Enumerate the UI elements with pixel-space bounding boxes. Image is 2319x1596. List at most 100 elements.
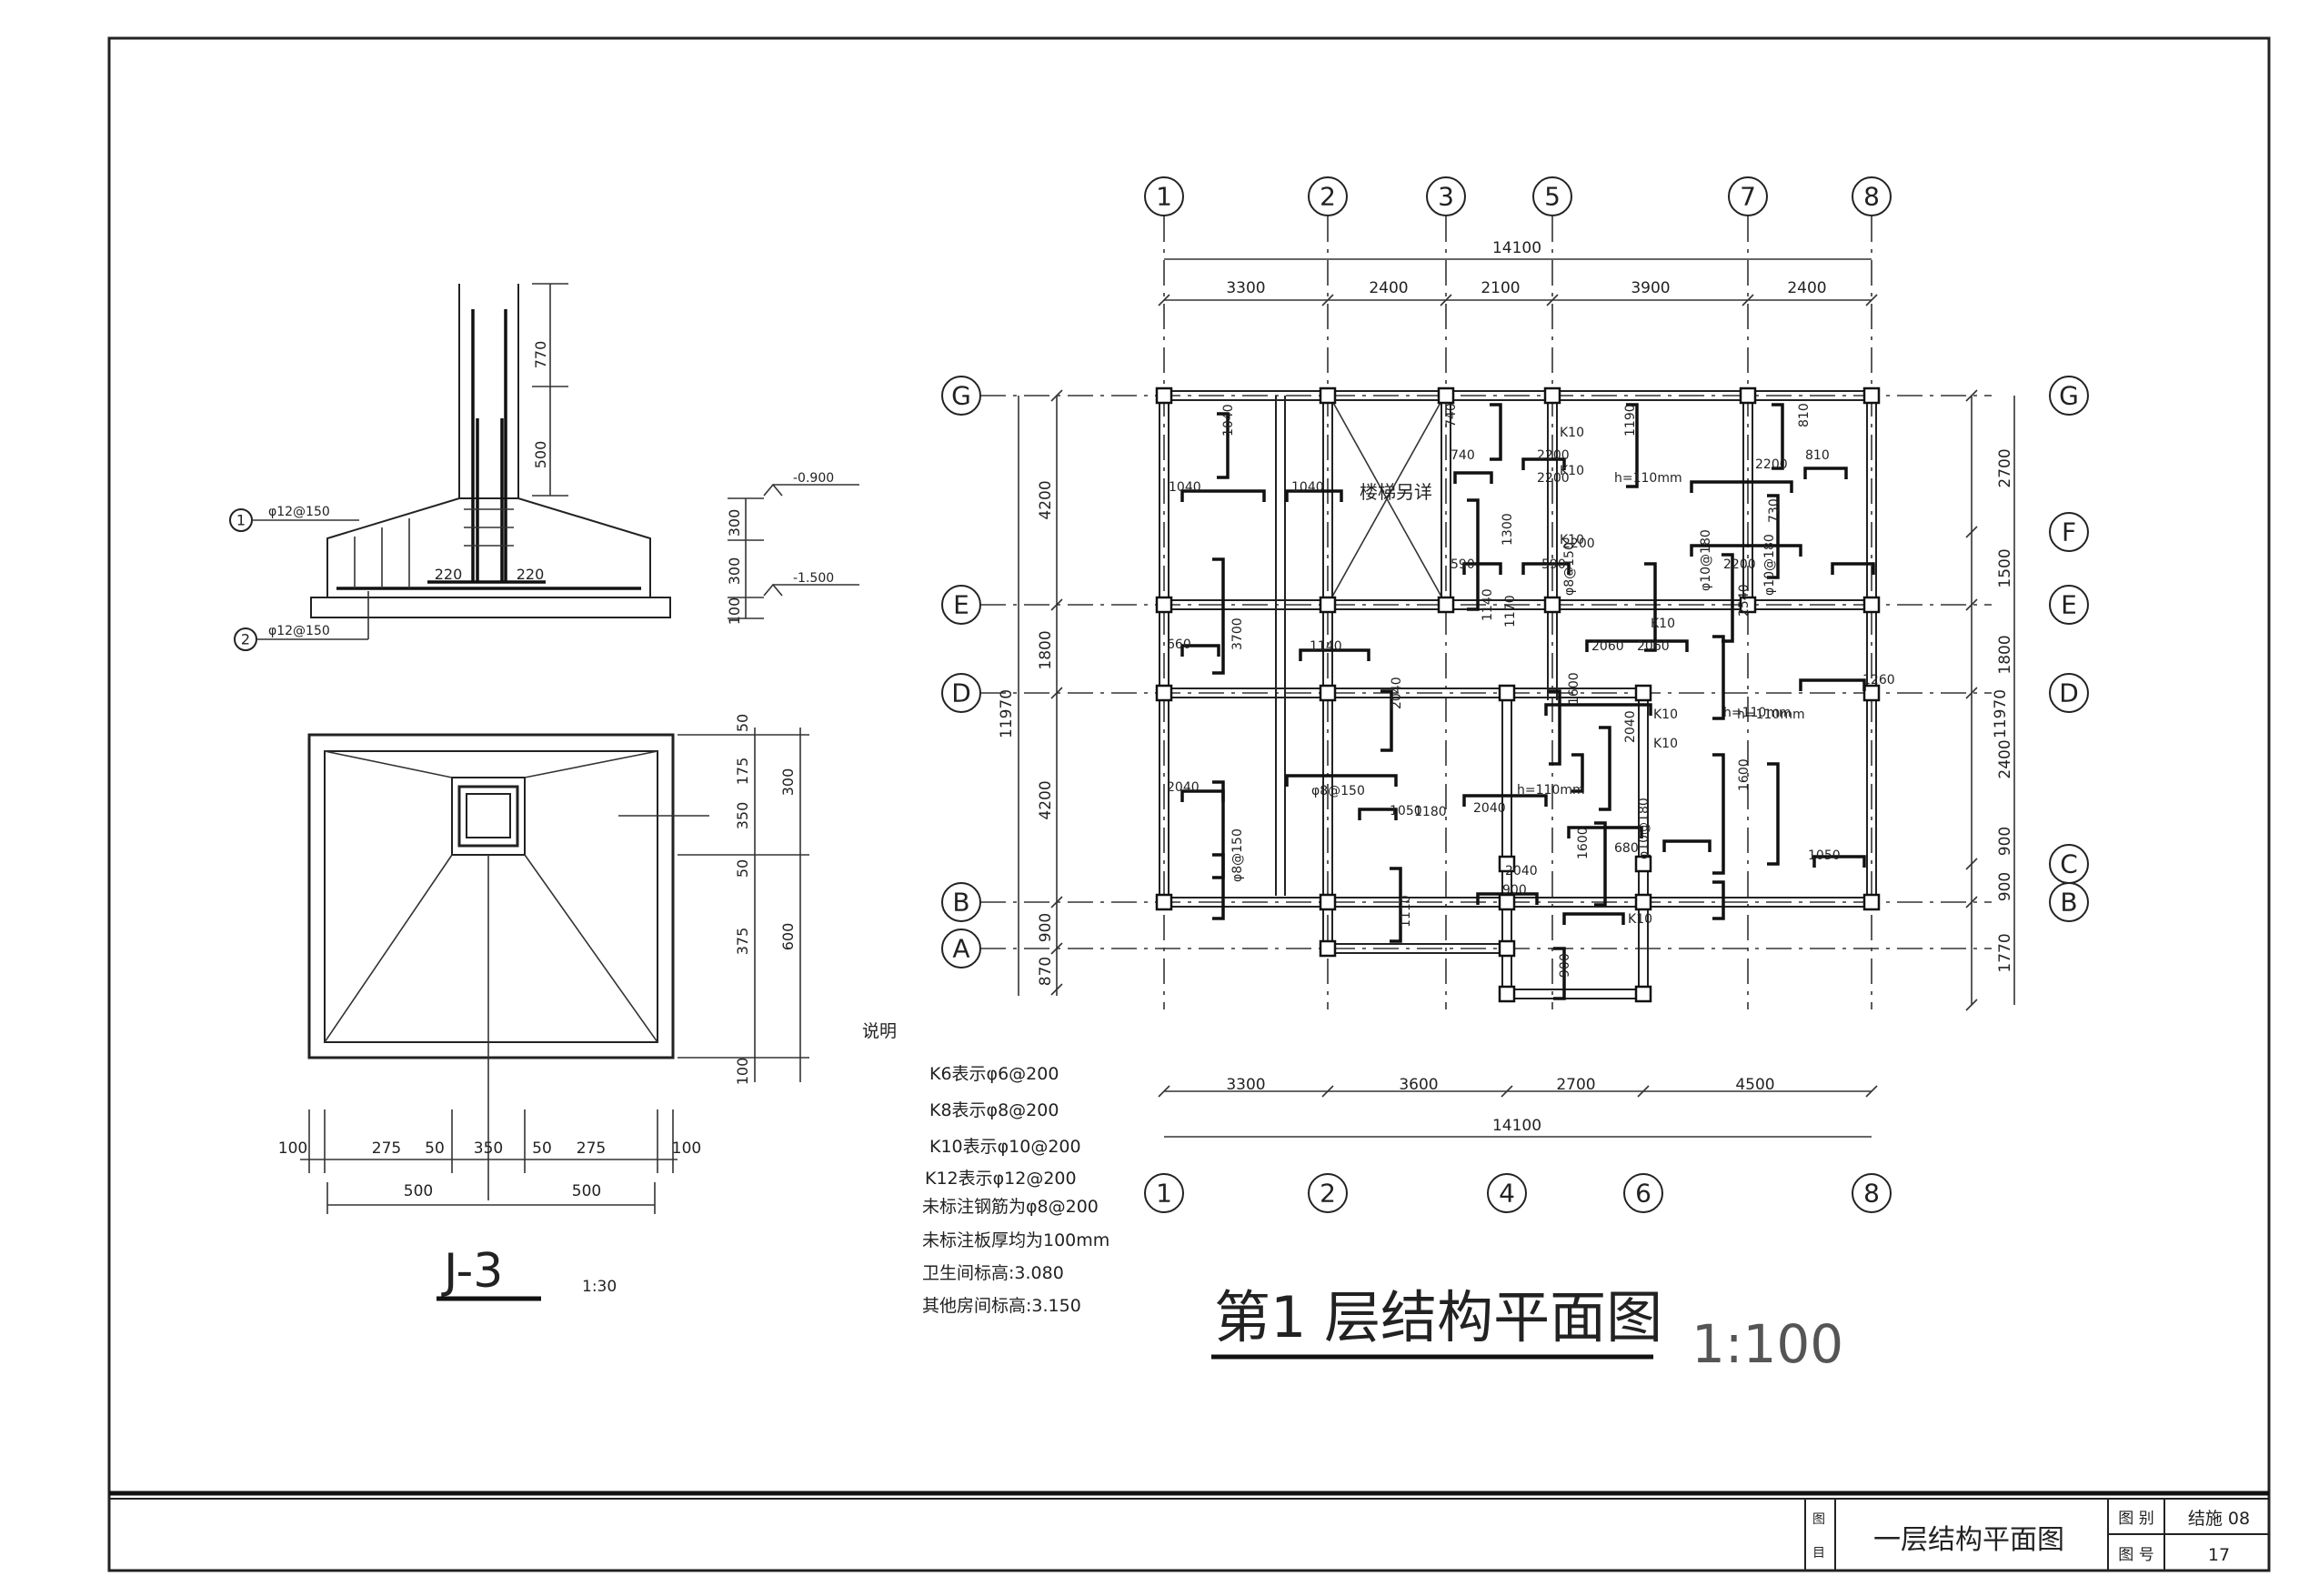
rebar-label: K10 (1653, 737, 1678, 751)
rebar (1626, 403, 1639, 488)
tb-drawing-name: 一层结构平面图 (1873, 1524, 2064, 1556)
rebar-label: 1050 (1390, 804, 1422, 818)
rebar-label: h=110mm (1614, 471, 1682, 486)
pd-bottom-0: 100 (278, 1139, 307, 1158)
rebar-label: φ8@150 (1230, 828, 1245, 882)
column (1155, 893, 1173, 911)
grid-bubble-top (1852, 176, 1892, 216)
rebar (1644, 562, 1657, 652)
grid-bubble-left (941, 673, 981, 713)
column (1739, 386, 1757, 405)
dim-top-2: 2100 (1481, 279, 1520, 297)
rebar-label: φ10@180 (1699, 529, 1713, 591)
tb-number-value: 17 (2208, 1545, 2230, 1565)
grid-label-right: F (2062, 517, 2076, 547)
grid-label-right: B (2060, 888, 2077, 918)
bar-left-label: 220 (435, 566, 463, 583)
grid-label-top: 3 (1438, 182, 1454, 212)
grid-label-right: C (2060, 849, 2078, 879)
pd-right-inner-1: 175 (734, 758, 751, 786)
dim-tick (1865, 1085, 1878, 1098)
dim-tick (1050, 896, 1063, 908)
dim-tick (1050, 389, 1063, 402)
bar-right-label: 220 (517, 566, 545, 583)
rebar (1217, 412, 1230, 479)
pd-bottom-5: 275 (577, 1139, 606, 1158)
rebar-label: 900 (1502, 883, 1527, 898)
column (1319, 939, 1337, 958)
dim-left-4: 870 (1037, 957, 1055, 986)
dim-left-0: 4200 (1037, 480, 1055, 519)
note-line-2: K8表示φ8@200 (929, 1100, 1059, 1120)
tb-category-value: 结施 08 (2188, 1509, 2250, 1529)
rebar-label: K10 (1651, 617, 1675, 631)
dim-right-6: 1770 (1996, 933, 2014, 972)
drawing-title: 第1 层结构平面图 (1214, 1284, 1662, 1350)
notes: 说明 K6表示φ6@200 K8表示φ8@200 K10表示φ10@200 K1… (862, 1021, 1109, 1316)
rebar-label: 1180 (1414, 805, 1447, 819)
grid-bubble-right (2049, 882, 2089, 922)
stair-label: 楼梯另详 (1360, 481, 1432, 503)
pd-right-outer-1: 600 (779, 923, 797, 951)
grid-bubble-bottom (1487, 1173, 1527, 1213)
grid-label-left: B (952, 888, 969, 918)
rebar (1712, 880, 1725, 920)
rebar-label: 1040 (1291, 480, 1324, 495)
column (1319, 893, 1337, 911)
dim-tick (1965, 389, 1978, 402)
rebar-label: h=110mm (1517, 783, 1585, 798)
section-dim-500: 500 (532, 441, 549, 469)
rebar (1462, 794, 1548, 807)
main-title: 第1 层结构平面图 1:100 (1211, 1284, 1843, 1375)
drawing-scale: 1:100 (1692, 1313, 1843, 1375)
rebar-label: 2200 (1755, 457, 1788, 472)
rebar-label: 3700 (1230, 617, 1245, 650)
pd-right-inner-3: 50 (734, 859, 751, 878)
detail-title: J-3 (441, 1244, 503, 1299)
rebar-label: 660 (1167, 637, 1191, 652)
rebar (1662, 839, 1712, 852)
pd-bottom-6: 100 (672, 1139, 701, 1158)
grid-bubble-bottom (1623, 1173, 1663, 1213)
rebar-label: 740 (1444, 403, 1459, 427)
note-line-5: 未标注钢筋为φ8@200 (922, 1197, 1099, 1217)
rebar-label: 2040 (1390, 677, 1404, 709)
dim-left-1: 1800 (1037, 630, 1055, 669)
column (1634, 855, 1652, 873)
dim-tick (1965, 999, 1978, 1011)
column (1319, 684, 1337, 702)
rebar (1690, 544, 1802, 557)
pd-bottom-4: 50 (532, 1139, 552, 1158)
pd-bottom-1: 275 (372, 1139, 401, 1158)
grid-label-left: A (952, 934, 969, 964)
grid-bubble-top (1532, 176, 1572, 216)
grid-label-bottom: 4 (1499, 1179, 1515, 1209)
rebar-label: 1300 (1501, 513, 1515, 546)
dim-tick (1050, 687, 1063, 699)
rebar-label: 1110 (1399, 895, 1413, 928)
dim-top-1: 2400 (1369, 279, 1408, 297)
grid-label-top: 1 (1156, 182, 1172, 212)
rebar-label: 590 (1541, 557, 1566, 572)
grid-bubble-left (941, 882, 981, 922)
column (1634, 893, 1652, 911)
rebar-label: 1190 (1623, 404, 1638, 437)
tb-label-number: 图 号 (2118, 1546, 2153, 1564)
callout-1: 1 (236, 512, 246, 529)
rebar (1212, 853, 1225, 920)
rebar-label: 1600 (1737, 758, 1752, 791)
rebar (1453, 471, 1493, 484)
dim-left-3: 900 (1037, 913, 1055, 942)
rebar-label: 1050 (1808, 848, 1841, 863)
grid-bubble-top (1426, 176, 1466, 216)
dim-tick (1546, 294, 1559, 306)
rebar (1594, 821, 1607, 907)
dim-top-3: 3900 (1631, 279, 1670, 297)
note-line-4: K12表示φ12@200 (925, 1169, 1077, 1189)
grid-bubble-bottom (1144, 1173, 1184, 1213)
grid-bubble-left (941, 928, 981, 969)
column (1155, 596, 1173, 614)
dim-tick (1158, 294, 1170, 306)
dim-tick (1965, 526, 1978, 538)
notes-heading: 说明 (862, 1021, 897, 1041)
